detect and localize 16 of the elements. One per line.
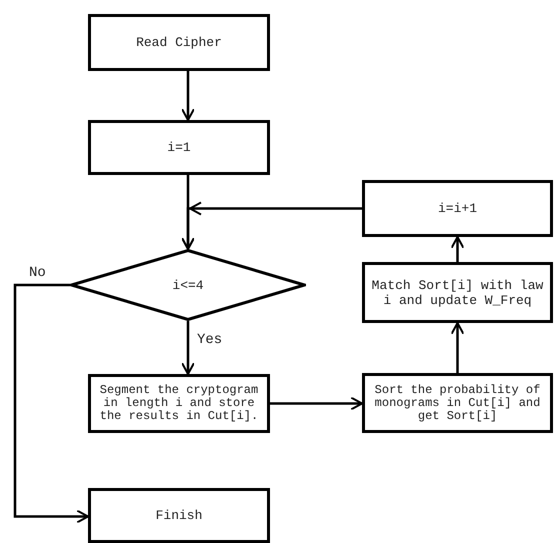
decision-diamond xyxy=(70,249,306,321)
process-box xyxy=(362,373,553,433)
node-text: Sort the probability of monograms in Cut[i] and get Sort[i] xyxy=(374,384,542,422)
node-text: Match Sort[i] with law i and update W_Freq xyxy=(370,278,544,308)
node-text: Read Cipher xyxy=(136,35,222,50)
node-text: i<=4 xyxy=(172,278,204,292)
process-box xyxy=(362,180,553,237)
process-box xyxy=(88,14,270,71)
process-box xyxy=(88,120,270,175)
process-box xyxy=(362,262,553,323)
node-text: Finish xyxy=(156,508,202,523)
process-box xyxy=(88,374,270,433)
node-text: Segment the cryptogram in length i and store the results in Cut[i]. xyxy=(98,384,260,423)
node-text: i=1 xyxy=(167,140,191,155)
node-text: i=i+1 xyxy=(438,201,477,216)
terminal-box xyxy=(88,488,270,543)
